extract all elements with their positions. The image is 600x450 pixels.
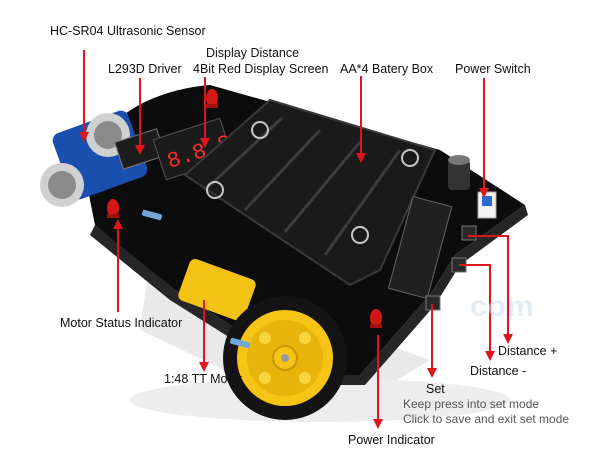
wheel (223, 296, 347, 420)
label-set-note1: Keep press into set mode (403, 397, 540, 411)
label-set: Set (426, 382, 445, 396)
label-distance-plus: Distance + (498, 344, 558, 358)
led-motor-status (107, 199, 119, 218)
capacitor (448, 155, 470, 190)
label-power-indicator: Power Indicator (348, 433, 435, 447)
watermark: com (470, 290, 535, 323)
battery-box (183, 98, 437, 287)
ultrasonic-sensor (40, 110, 148, 207)
callout-arrows (79, 50, 513, 429)
resistor (142, 209, 162, 221)
mcu-chip (387, 195, 453, 300)
pcb-edge (90, 205, 528, 385)
arrow-distance-plus (468, 235, 513, 344)
led-power (370, 309, 382, 328)
label-distance-minus: Distance - (470, 364, 527, 378)
label-motor-status-indicator: Motor Status Indicator (60, 316, 183, 330)
arrow-distance-minus (459, 264, 495, 361)
label-ultrasonic-sensor: HC-SR04 Ultrasonic Sensor (50, 24, 206, 38)
label-set-note2: Click to save and exit set mode (403, 412, 570, 426)
label-tt-motor: 1:48 TT Motor (164, 372, 243, 386)
led-top (206, 89, 218, 108)
tt-motor-body (178, 259, 256, 321)
label-l293d-driver: L293D Driver (108, 62, 182, 76)
label-display-line2: 4Bit Red Display Screen (193, 62, 329, 76)
label-power-switch: Power Switch (455, 62, 531, 76)
resistor (230, 337, 250, 349)
button-distance-plus (461, 225, 477, 241)
label-battery-box: AA*4 Batery Box (340, 62, 434, 76)
label-display-line1: Display Distance (206, 46, 300, 60)
